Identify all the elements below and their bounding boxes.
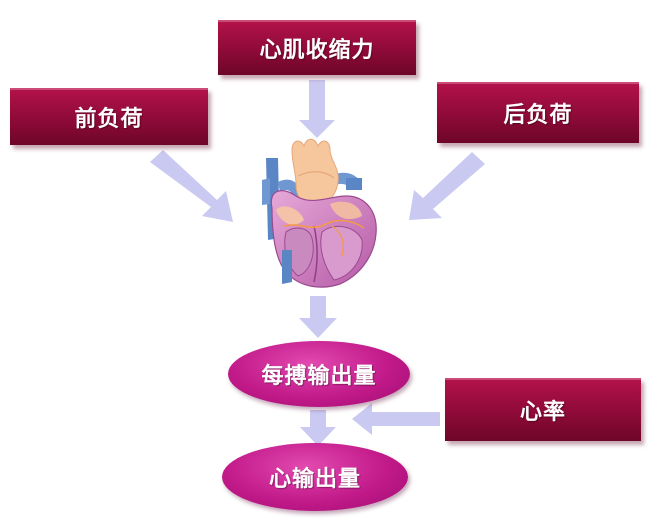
heart-rate-box: 心率 (445, 378, 641, 441)
preload-label: 前负荷 (74, 107, 144, 132)
afterload-box: 后负荷 (437, 82, 639, 143)
arrow-preload-to-heart (150, 150, 233, 222)
preload-box: 前负荷 (10, 88, 208, 145)
arrow-heart-rate-to-flow (352, 403, 440, 435)
contractility-box: 心肌收缩力 (218, 20, 416, 75)
cardiac-output-oval: 心输出量 (222, 443, 408, 511)
stroke-volume-label: 每搏输出量 (261, 364, 377, 389)
arrow-heart-to-stroke-volume (299, 296, 337, 338)
arrow-stroke-volume-to-cardiac-output (300, 410, 336, 446)
stroke-volume-oval: 每搏输出量 (228, 341, 410, 407)
heart-rate-label: 心率 (519, 400, 566, 425)
cardiac-output-label: 心输出量 (268, 467, 361, 492)
arrow-afterload-to-heart (409, 152, 485, 220)
heart-illustration-icon (262, 138, 377, 288)
arrow-contractility-to-heart (299, 80, 335, 138)
contractility-label: 心肌收缩力 (259, 38, 375, 63)
afterload-label: 后负荷 (503, 103, 573, 128)
